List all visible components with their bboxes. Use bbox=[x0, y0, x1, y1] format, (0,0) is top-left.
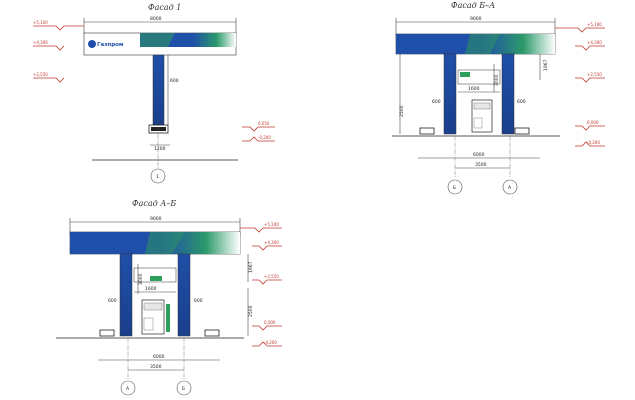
facade-ba-axis-b bbox=[447, 179, 463, 195]
facade-1-top-dim: 8000 bbox=[150, 16, 162, 22]
svg-text:2500: 2500 bbox=[399, 105, 405, 117]
svg-text:3500: 3500 bbox=[475, 162, 487, 168]
facade-ba-island-left bbox=[419, 127, 435, 135]
facade-1-axis-label: 1 bbox=[156, 174, 159, 180]
svg-text:А: А bbox=[508, 185, 512, 191]
facade-1-levels: +5,100 +4,300 +2,550 bbox=[33, 20, 84, 83]
facade-ba-axis-a bbox=[502, 179, 518, 195]
facade-ba-column-left bbox=[443, 53, 457, 135]
facade-ab-top-dim: 9000 bbox=[150, 216, 162, 222]
facade-ba-title: Фасад Б–А bbox=[451, 1, 495, 10]
svg-text:-0,200: -0,200 bbox=[264, 340, 277, 345]
svg-text:Б: Б bbox=[453, 185, 456, 191]
facade-ab-column-right bbox=[177, 253, 191, 337]
facade-ba-island-right bbox=[514, 127, 530, 135]
svg-text:+4,300: +4,300 bbox=[264, 240, 279, 245]
svg-text:600: 600 bbox=[432, 99, 441, 105]
facade-1-view: Фасад 1 8000 Газпром 600 1200 1 +5,100 bbox=[33, 3, 275, 184]
facade-ab-levels: +5,100 +4,300 +2,550 0,000 -0,200 bbox=[240, 222, 282, 347]
svg-text:-0,200: -0,200 bbox=[258, 135, 271, 140]
facade-1-column-dim: 600 bbox=[170, 78, 179, 84]
svg-text:+2,550: +2,550 bbox=[33, 72, 48, 77]
gazprom-logo-icon bbox=[88, 40, 96, 48]
svg-text:+4,300: +4,300 bbox=[33, 40, 48, 45]
svg-text:600: 600 bbox=[108, 298, 117, 304]
svg-text:+5,100: +5,100 bbox=[587, 22, 602, 27]
facade-ab-axis-a bbox=[120, 380, 136, 396]
facade-1-ground-levels: 0,050 -0,200 bbox=[242, 121, 275, 142]
svg-text:600: 600 bbox=[517, 99, 526, 105]
facade-1-column bbox=[152, 54, 165, 126]
svg-text:0,050: 0,050 bbox=[258, 121, 270, 126]
facade-1-base-dim: 1200 bbox=[154, 146, 166, 152]
facade-ab-island-left bbox=[99, 329, 115, 337]
facade-ab-column-left bbox=[119, 253, 133, 337]
svg-text:6000: 6000 bbox=[473, 152, 485, 158]
svg-text:1600: 1600 bbox=[468, 86, 480, 92]
facade-ba-view: Фасад Б–А 9000 600 600 2500 1967 3000 16… bbox=[392, 1, 605, 195]
svg-text:3000: 3000 bbox=[138, 273, 144, 285]
svg-text:+5,100: +5,100 bbox=[33, 20, 48, 25]
svg-text:3000: 3000 bbox=[494, 74, 500, 86]
svg-text:+4,300: +4,300 bbox=[587, 40, 602, 45]
facade-1-axis-marker bbox=[150, 168, 166, 184]
svg-text:+2,550: +2,550 bbox=[264, 274, 279, 279]
svg-text:2500: 2500 bbox=[248, 305, 254, 317]
svg-text:+5,100: +5,100 bbox=[264, 222, 279, 227]
facade-ab-title: Фасад А–Б bbox=[132, 199, 176, 208]
facade-1-logo: Газпром bbox=[97, 42, 124, 48]
facade-ab-island-right bbox=[204, 329, 220, 337]
svg-text:Б: Б bbox=[182, 386, 185, 392]
svg-text:0,000: 0,000 bbox=[264, 320, 276, 325]
svg-text:1600: 1600 bbox=[145, 286, 157, 292]
svg-text:6000: 6000 bbox=[153, 354, 165, 360]
svg-text:3500: 3500 bbox=[150, 364, 162, 370]
svg-text:-0,200: -0,200 bbox=[587, 140, 600, 145]
facade-1-title: Фасад 1 bbox=[148, 3, 181, 12]
facade-ba-levels: +5,100 +4,300 +2,550 0,000 -0,200 bbox=[555, 22, 605, 147]
svg-text:0,000: 0,000 bbox=[587, 120, 599, 125]
svg-text:А: А bbox=[126, 386, 130, 392]
svg-text:600: 600 bbox=[194, 298, 203, 304]
svg-text:+2,550: +2,550 bbox=[587, 72, 602, 77]
facade-ab-view: Фасад А–Б 9000 600 600 1967 2500 3000 16… bbox=[56, 199, 282, 396]
facade-ab-price-sign bbox=[133, 267, 177, 283]
svg-text:1967: 1967 bbox=[543, 59, 549, 71]
svg-text:1967: 1967 bbox=[248, 261, 254, 273]
facade-ab-axis-b bbox=[176, 380, 192, 396]
facade-ba-column-right bbox=[501, 53, 515, 135]
facade-ba-top-dim: 9000 bbox=[470, 16, 482, 22]
